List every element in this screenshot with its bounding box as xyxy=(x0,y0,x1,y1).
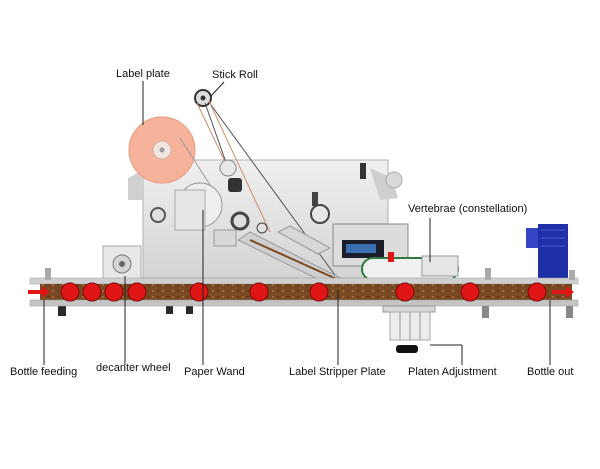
bottle-out-label: Bottle out xyxy=(527,366,574,378)
bottle xyxy=(527,282,547,302)
conveyor xyxy=(29,268,579,318)
bottle xyxy=(60,282,80,302)
decanter-wheel-box xyxy=(102,245,142,281)
motor xyxy=(526,224,568,278)
bottle xyxy=(104,282,124,302)
bottle xyxy=(189,282,209,302)
paper-wand-label: Paper Wand xyxy=(184,366,245,378)
bottle xyxy=(395,282,415,302)
decanter-wheel-label: decanter wheel xyxy=(96,362,171,374)
bottle xyxy=(127,282,147,302)
bottles xyxy=(60,282,547,302)
platen-adjustment-label: Platen Adjustment xyxy=(408,366,497,378)
vertebrae-unit xyxy=(332,223,459,281)
outflow-arrow-icon xyxy=(552,286,574,298)
platen-adjustment xyxy=(382,305,436,353)
bottle xyxy=(460,282,480,302)
bottle xyxy=(309,282,329,302)
label-stripper-plate-label: Label Stripper Plate xyxy=(289,366,386,378)
stick-roll xyxy=(194,89,212,107)
stick-roll-label: Stick Roll xyxy=(212,69,258,81)
leader-lines xyxy=(43,81,551,365)
bottle xyxy=(82,282,102,302)
rollers xyxy=(150,159,330,247)
label-plate-label: Label plate xyxy=(116,68,170,80)
bottle-feeding-label: Bottle feeding xyxy=(10,366,78,378)
inflow-arrow-icon xyxy=(28,286,50,298)
vertebrae-label: Vertebrae (constellation) xyxy=(408,203,528,215)
flow-arrows xyxy=(28,286,574,298)
bottle xyxy=(249,282,269,302)
label-roll xyxy=(128,116,196,184)
